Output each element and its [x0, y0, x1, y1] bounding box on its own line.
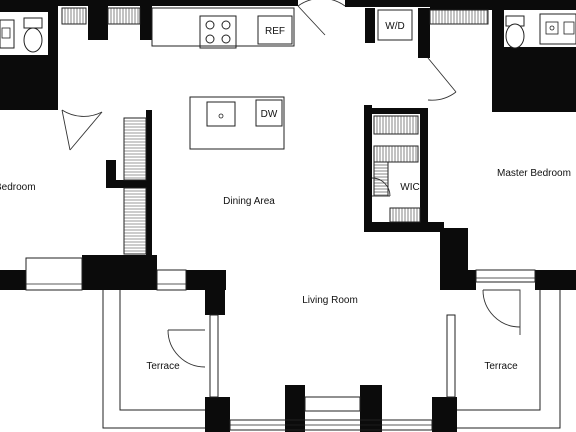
room-label-living-room: Living Room	[302, 295, 358, 306]
bath-right-block	[492, 47, 576, 112]
terrace-right-outline	[457, 290, 561, 429]
washer-dryer-label: W/D	[385, 21, 404, 32]
room-label-wic: WIC	[400, 182, 419, 193]
wic-shelf-left	[373, 161, 389, 197]
room-label-master-bedroom: Master Bedroom	[497, 168, 571, 179]
living-right-window	[446, 314, 456, 398]
bedroom-door	[61, 109, 103, 151]
vanity-right	[539, 13, 576, 45]
wall-top-right-a	[345, 0, 430, 7]
wall-top-right-b	[430, 0, 576, 10]
bedroom-divider-upper	[106, 160, 116, 188]
wic-wall-top	[372, 108, 422, 114]
fixtures: REF W/D DW	[0, 7, 576, 150]
refrigerator-label: REF	[265, 26, 285, 37]
wall-living-left-col	[205, 270, 225, 315]
wall-top-mid	[58, 0, 298, 6]
doors	[61, 0, 521, 368]
living-left-window	[209, 314, 219, 398]
stove-icon	[199, 15, 237, 49]
wall-closet-right	[418, 8, 430, 58]
wall-top-left-stub	[88, 6, 108, 40]
toilet-right	[505, 15, 525, 49]
toilet-left	[23, 17, 43, 53]
closet-top-left-2	[107, 7, 141, 25]
room-label-terrace-left: Terrace	[146, 361, 180, 372]
closet-bedroom-upper	[123, 117, 147, 181]
wall-mid-center-left	[82, 255, 157, 290]
window-mid-right	[475, 269, 536, 283]
dishwasher-label: DW	[261, 109, 278, 120]
closet-top-right	[429, 9, 489, 25]
wic-shelf-top	[373, 115, 419, 135]
col-bottom-1	[205, 397, 230, 432]
room-labels: Bedroom Dining Area Living Room Master B…	[0, 168, 571, 372]
bath-left-wall	[48, 0, 58, 110]
island-sink-icon	[206, 101, 236, 127]
room-label-terrace-right: Terrace	[484, 361, 518, 372]
terrace-left-door	[167, 329, 206, 368]
terrace-left-outline	[102, 290, 205, 429]
bedroom-divider-lower	[114, 180, 150, 188]
bottom-window-mid	[304, 396, 361, 412]
terrace-right-door	[482, 289, 521, 335]
wall-living-right-stub	[440, 270, 476, 290]
wic-wall-right	[420, 108, 428, 228]
wic-wall-bottom	[364, 222, 444, 232]
terrace-left-inner	[119, 290, 205, 411]
shelf-ticks	[64, 8, 488, 252]
entry-door	[297, 0, 346, 36]
bedroom-door-leaf	[69, 111, 103, 151]
washer-dryer	[377, 9, 413, 41]
terrace-right-inner	[457, 290, 541, 411]
dishwasher	[255, 99, 283, 127]
refrigerator	[257, 15, 293, 45]
wall-mid-left	[0, 270, 26, 290]
kitchen-counter	[151, 7, 295, 47]
window-mid-center	[156, 269, 187, 291]
wall-top-left	[0, 0, 58, 12]
window-mid-left	[25, 257, 83, 291]
room-label-bedroom: Bedroom	[0, 182, 36, 193]
wall-living-right-col	[440, 228, 468, 273]
col-bottom-4	[432, 397, 457, 432]
outlines	[25, 257, 561, 431]
wall-wd-left	[365, 8, 375, 43]
wic-shelf-mid	[373, 145, 419, 163]
wall-kitchen-left	[140, 6, 152, 40]
wic-wall-left	[364, 105, 372, 230]
room-label-dining-area: Dining Area	[223, 196, 275, 207]
wic-door	[371, 177, 391, 197]
vanity-left	[0, 19, 15, 49]
bath-right-wall	[492, 10, 504, 112]
wall-mid-right	[535, 270, 576, 290]
master-bedroom-door	[427, 57, 457, 101]
bath-left-block	[0, 55, 55, 110]
kitchen-island	[189, 96, 285, 150]
bedroom-divider-column	[146, 110, 152, 260]
